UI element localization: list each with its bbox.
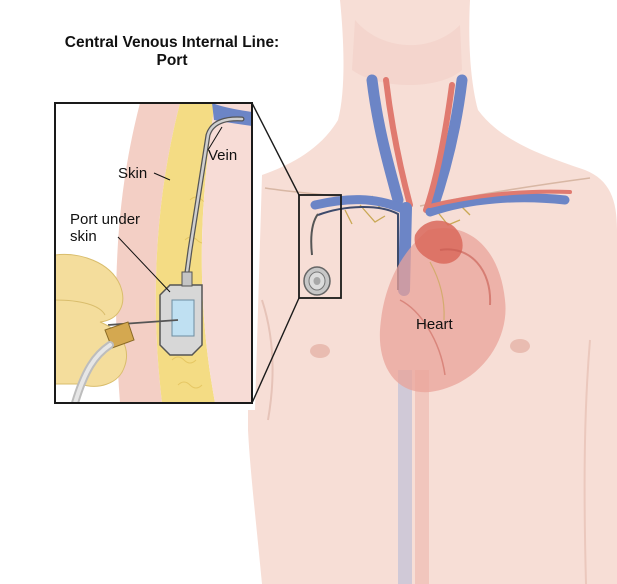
label-port-line-1: Port under [70, 211, 141, 228]
inset-port-reservoir [171, 299, 195, 337]
title-line-1: Central Venous Internal Line: [64, 34, 280, 51]
zoom-box [298, 194, 342, 299]
label-skin: Skin [118, 165, 148, 182]
title-line-2: Port [156, 52, 188, 69]
port-device-small [303, 213, 331, 296]
inset-panel [54, 102, 253, 404]
catheter-in-vein [317, 206, 399, 290]
zoom-line-top [251, 102, 300, 196]
armpit-line [261, 299, 274, 421]
inset-needle [107, 319, 179, 326]
label-port-line-2: skin [70, 228, 97, 245]
vena-cava-lower [398, 370, 412, 584]
inset-border [54, 102, 253, 404]
right-nipple [510, 339, 530, 353]
leader-skin [153, 172, 171, 181]
label-vein: Vein [208, 147, 238, 164]
label-heart: Heart [416, 316, 453, 333]
leader-port [117, 236, 171, 293]
leader-vein [207, 126, 223, 151]
zoom-line-bottom [251, 297, 300, 404]
heart-illustration [379, 220, 506, 393]
right-arm-edge [583, 339, 591, 584]
neck-shading [352, 20, 462, 85]
inset-hand [55, 253, 128, 387]
inset-skin-layer [116, 103, 180, 403]
vessels [310, 74, 572, 296]
aorta-lower [415, 370, 429, 584]
diagram-title: Central Venous Internal Line: Port [22, 34, 322, 70]
left-nipple [310, 344, 330, 358]
